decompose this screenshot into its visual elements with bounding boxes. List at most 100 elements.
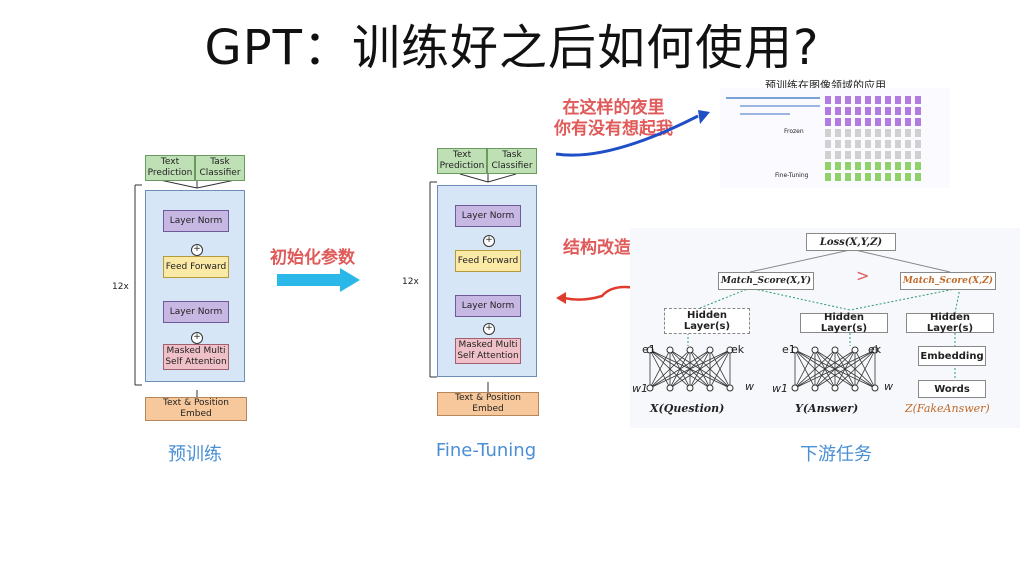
feature-cell xyxy=(875,162,881,170)
net-node xyxy=(811,384,819,392)
net-node xyxy=(726,384,734,392)
feature-cell xyxy=(915,140,921,148)
finetune-layer-norm-top: Layer Norm xyxy=(455,205,521,227)
net-edge xyxy=(649,349,731,389)
net-node xyxy=(666,346,674,354)
feature-cell xyxy=(845,129,851,137)
feature-cell xyxy=(885,107,891,115)
net-node xyxy=(871,346,879,354)
feature-cell xyxy=(905,151,911,159)
feature-cell xyxy=(895,118,901,126)
net-edge xyxy=(649,349,691,389)
net-node xyxy=(646,346,654,354)
feature-cell xyxy=(915,118,921,126)
net-edge xyxy=(649,349,711,389)
feature-cell xyxy=(905,107,911,115)
net-edge xyxy=(689,349,731,389)
feature-cell xyxy=(895,151,901,159)
feature-cell xyxy=(825,173,831,181)
feature-cell xyxy=(855,140,861,148)
feature-cell xyxy=(845,118,851,126)
feature-cell xyxy=(865,129,871,137)
hidden-layers-fake: Hidden Layer(s) xyxy=(906,312,994,334)
net-edge xyxy=(854,349,876,389)
e1-answer: e1 xyxy=(782,343,796,356)
net-edge xyxy=(794,349,836,389)
loss-box: Loss(X,Y,Z) xyxy=(806,233,896,251)
finetune-add-icon-2: + xyxy=(483,323,495,335)
fine-tuning-label: Fine-Tuning xyxy=(775,172,809,179)
pretrain-layer-norm-bottom: Layer Norm xyxy=(163,301,229,323)
finetune-text-prediction-head: Text Prediction xyxy=(437,148,487,174)
feature-cell xyxy=(905,129,911,137)
feature-cell xyxy=(905,118,911,126)
feature-cell xyxy=(865,118,871,126)
pretrain-add-icon-1: + xyxy=(191,244,203,256)
hidden-layers-question: Hidden Layer(s) xyxy=(664,308,750,334)
ek-answer: ek xyxy=(868,343,882,356)
feature-cell xyxy=(885,118,891,126)
w1-answer: w1 xyxy=(772,382,788,395)
feature-cell xyxy=(885,129,891,137)
net-edge xyxy=(794,349,816,389)
hidden-layers-answer: Hidden Layer(s) xyxy=(800,312,888,334)
feature-cell xyxy=(865,96,871,104)
feature-cell xyxy=(835,129,841,137)
feature-cell xyxy=(875,140,881,148)
net-node xyxy=(811,346,819,354)
pretrain-layer-norm-top: Layer Norm xyxy=(163,210,229,232)
net-node xyxy=(851,346,859,354)
net-node xyxy=(646,384,654,392)
y-answer-label: Y(Answer) xyxy=(795,402,859,415)
embedding-box: Embedding xyxy=(918,346,986,366)
feature-cell xyxy=(915,129,921,137)
net-edge xyxy=(669,349,731,389)
feature-cell xyxy=(855,173,861,181)
pretrain-text-prediction-head: Text Prediction xyxy=(145,155,195,181)
x-question-label: X(Question) xyxy=(650,402,725,415)
feature-cell xyxy=(855,129,861,137)
net-edge xyxy=(814,349,876,389)
pretrain-caption: 预训练 xyxy=(168,444,222,465)
net-node xyxy=(726,346,734,354)
feature-cell xyxy=(845,162,851,170)
w1-question: w1 xyxy=(632,382,648,395)
feature-cell xyxy=(915,173,921,181)
finetune-repeat-label: 12x xyxy=(402,277,419,287)
feature-cell xyxy=(915,107,921,115)
feature-cell xyxy=(875,129,881,137)
feature-cell xyxy=(845,173,851,181)
feature-cell xyxy=(835,107,841,115)
feature-cell xyxy=(865,162,871,170)
feature-cell xyxy=(835,140,841,148)
init-params-label: 初始化参数 xyxy=(270,248,355,268)
net-node xyxy=(706,346,714,354)
curved-arrow-back-icon xyxy=(556,285,637,304)
feature-cell xyxy=(855,96,861,104)
ek-question: ek xyxy=(731,343,745,356)
feature-cell xyxy=(895,129,901,137)
greater-than-sign: > xyxy=(856,266,870,285)
feature-cell xyxy=(835,151,841,159)
feature-cell xyxy=(855,118,861,126)
feature-cell xyxy=(825,151,831,159)
feature-cell xyxy=(895,107,901,115)
net-edge xyxy=(709,349,731,389)
e1-question: e1 xyxy=(642,343,656,356)
net-edge xyxy=(649,349,671,389)
match-score-xz-box: Match_Score(X,Z) xyxy=(900,272,996,290)
feature-cell xyxy=(865,151,871,159)
feature-cell xyxy=(885,140,891,148)
curved-arrow-up-icon xyxy=(555,110,710,157)
image-panel-figure xyxy=(720,88,950,188)
structure-note: 结构改造 xyxy=(563,238,631,258)
pretrain-task-classifier-head: Task Classifier xyxy=(195,155,245,181)
feature-cell xyxy=(875,107,881,115)
feature-cell xyxy=(865,140,871,148)
pretrain-repeat-label: 12x xyxy=(112,282,129,292)
night-note: 在这样的夜里 你有没有想起我 xyxy=(554,98,673,139)
finetune-embed: Text & Position Embed xyxy=(437,392,539,416)
feature-cell xyxy=(845,107,851,115)
feature-cell xyxy=(835,96,841,104)
feature-cell xyxy=(825,162,831,170)
